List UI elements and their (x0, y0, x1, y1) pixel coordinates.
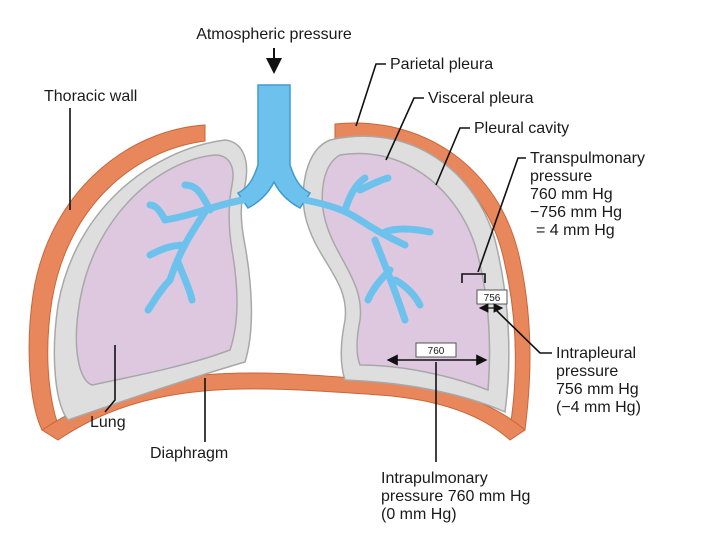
intrapulmonary-label: Intrapulmonary pressure 760 mm Hg (0 mm … (381, 470, 535, 523)
atmospheric-pressure-label: Atmospheric pressure (196, 26, 352, 43)
parietal-pleura-label: Parietal pleura (390, 56, 493, 73)
parietal-pleura-leader (355, 63, 386, 127)
intrapleural-value: 756 (484, 293, 501, 304)
bronchial-tree (144, 84, 434, 324)
diaphragm-band (41, 372, 526, 441)
lung-label: Lung (90, 414, 126, 431)
thoracic-wall-label: Thoracic wall (44, 88, 137, 105)
intrapleural-leader (495, 309, 552, 354)
intrapulmonary-value: 760 (428, 346, 445, 357)
intrapleural-label: Intrapleural pressure 756 mm Hg (−4 mm H… (556, 345, 643, 416)
transpulmonary-leader (477, 157, 526, 273)
transpulmonary-bracket (461, 273, 486, 283)
pleural-cavity-label: Pleural cavity (474, 120, 569, 137)
transpulmonary-label: Transpulmonary pressure 760 mm Hg −756 m… (530, 150, 649, 239)
lung-leader (104, 345, 116, 413)
visceral-pleura-leader (385, 97, 424, 161)
visceral-pleura-label: Visceral pleura (428, 90, 534, 107)
lung-right (321, 152, 491, 392)
pleural-cavity-leader (435, 127, 470, 186)
diaphragm-label: Diaphragm (150, 445, 228, 462)
